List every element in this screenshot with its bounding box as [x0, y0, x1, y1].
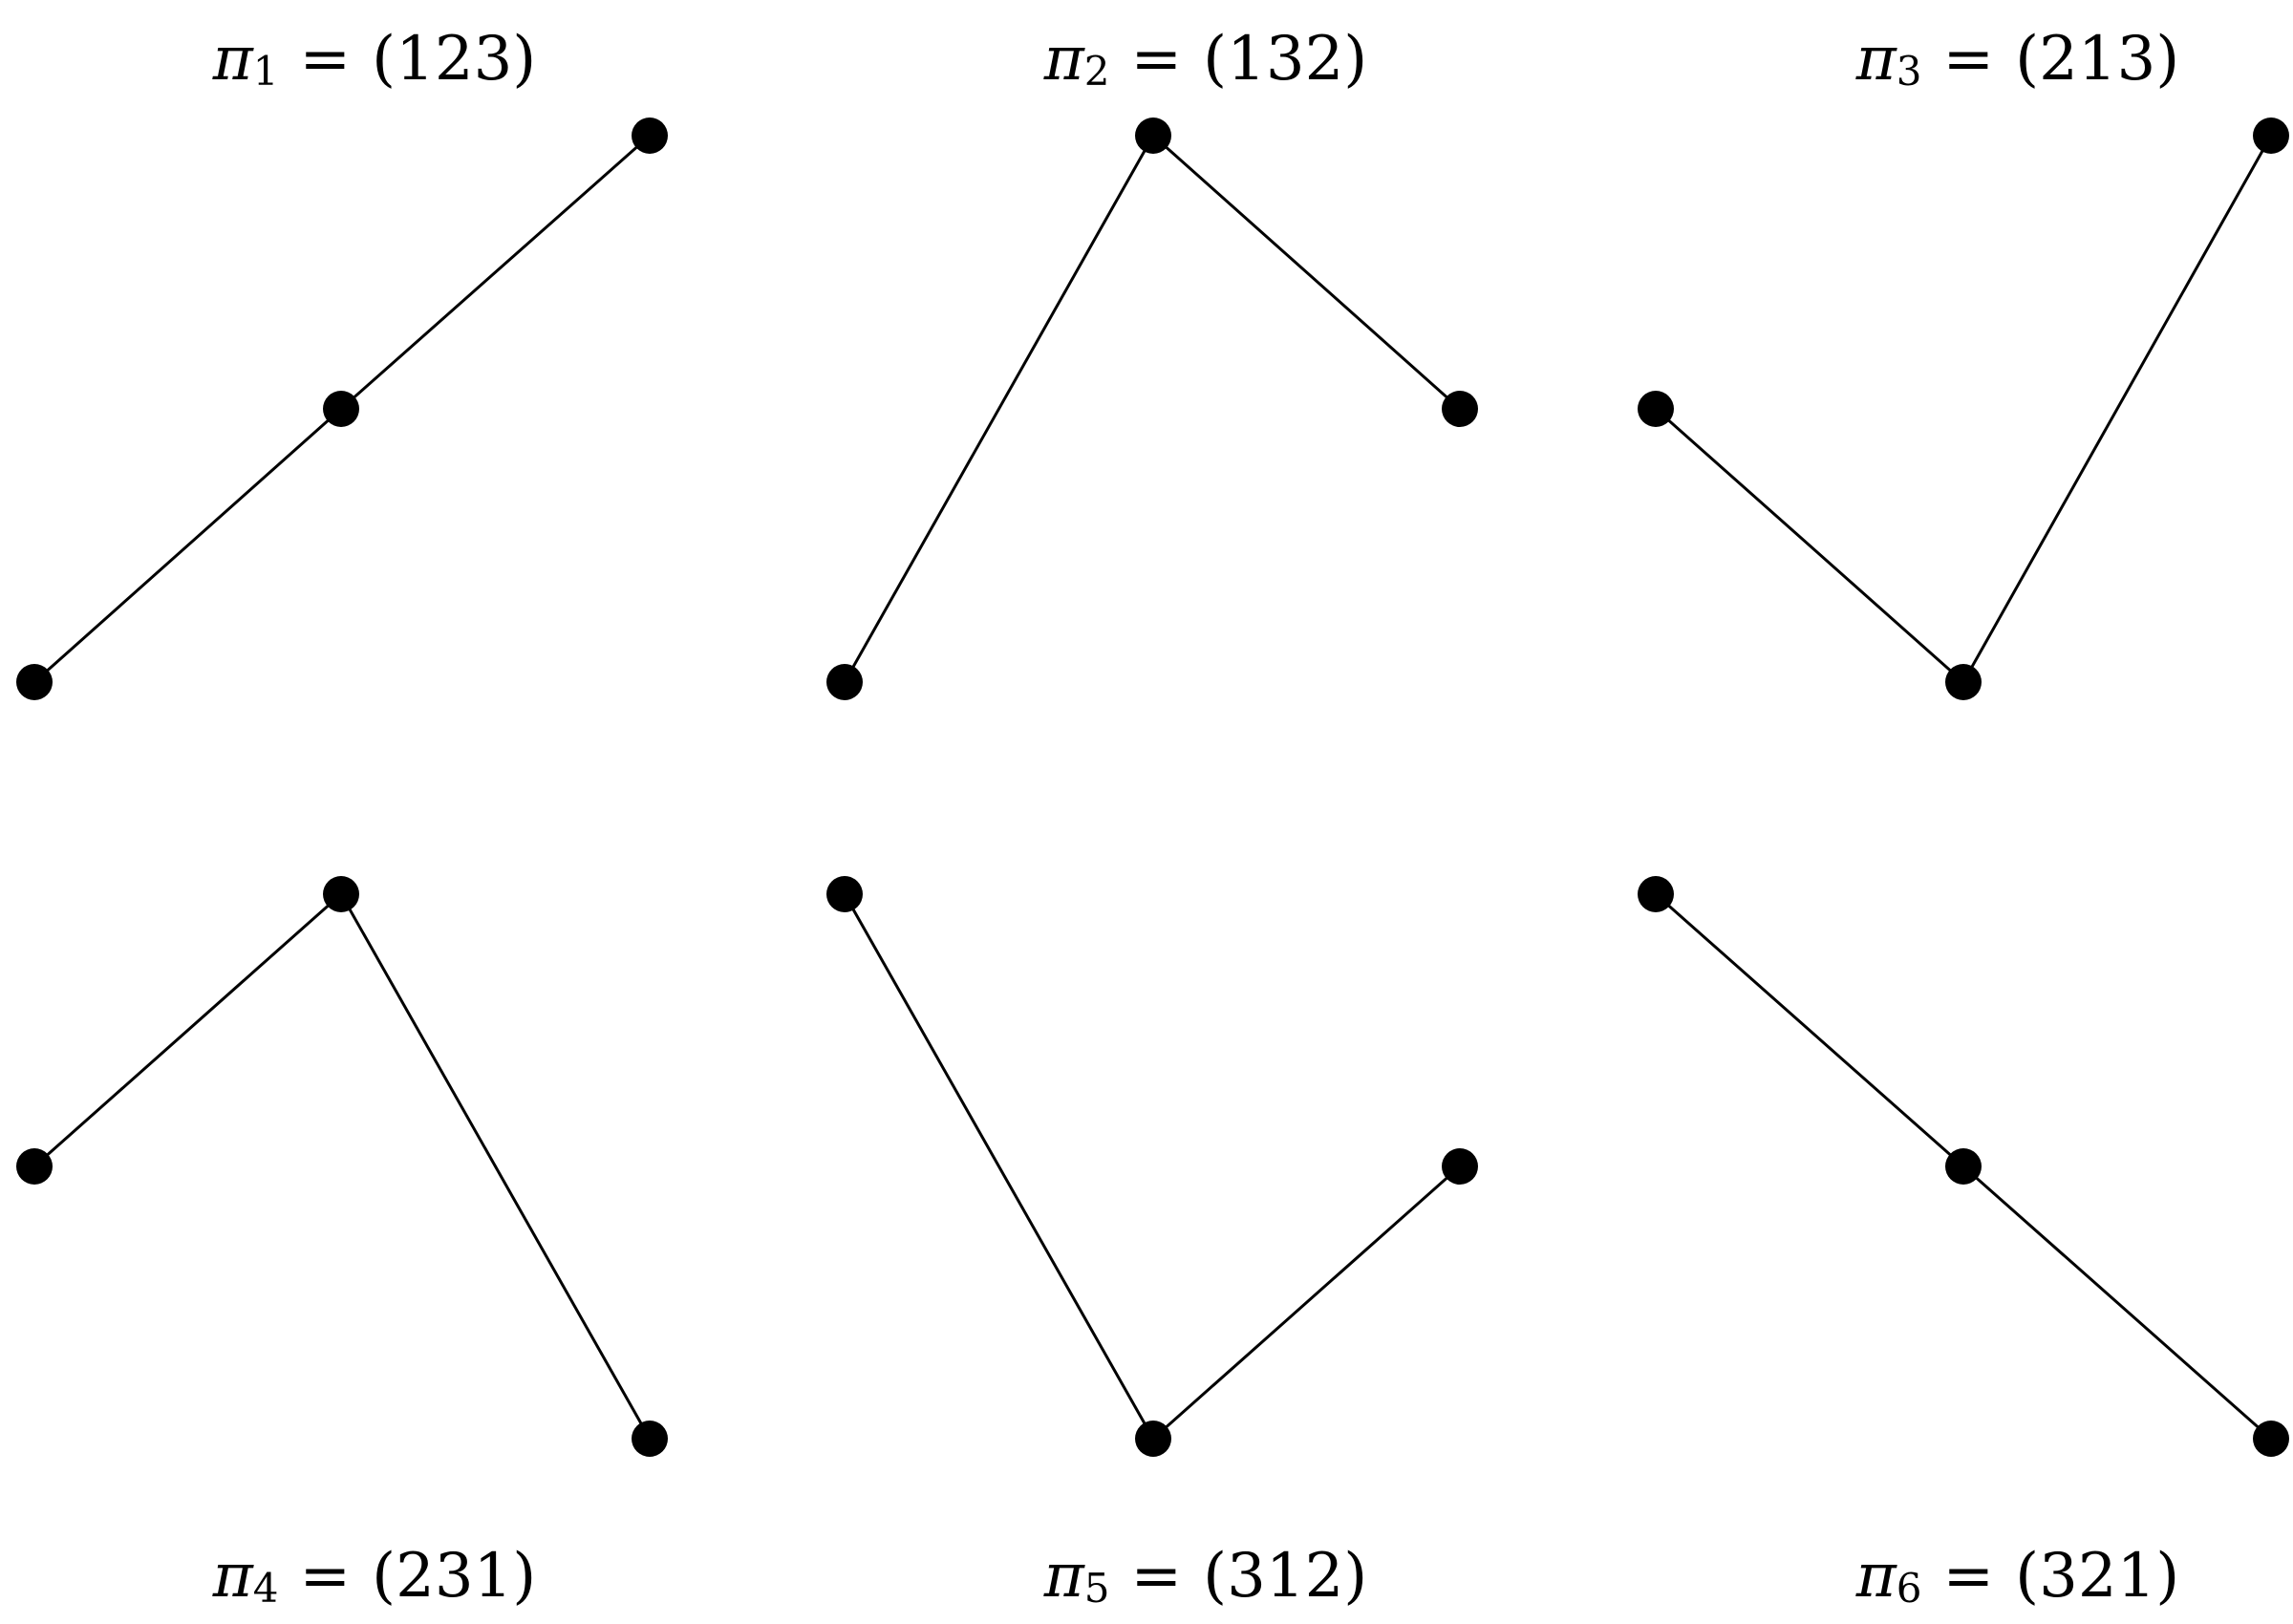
node-4-1: [16, 1148, 53, 1185]
edge-1-1: [33, 407, 342, 684]
node-5-3: [1442, 1148, 1478, 1185]
node-5-2: [1135, 1421, 1171, 1457]
permutation-plot-2: [826, 118, 1478, 700]
node-3-3: [2253, 118, 2289, 154]
permutation-plot-1: [16, 118, 668, 700]
node-4-3: [632, 1421, 668, 1457]
node-2-2: [1135, 118, 1171, 154]
edge-4-1: [33, 892, 342, 1168]
edge-5-1: [843, 893, 1155, 1440]
node-3-1: [1638, 391, 1674, 427]
label-pi-6: π6=(321): [1855, 1541, 2180, 1612]
label-pi-2: π2=(132): [1043, 24, 1368, 95]
edge-3-1: [1655, 407, 1964, 684]
node-4-2: [323, 876, 359, 912]
node-2-1: [826, 664, 863, 700]
label-pi-5: π5=(312): [1043, 1541, 1368, 1612]
node-5-1: [826, 876, 863, 912]
permutation-plot-3: [1638, 118, 2289, 700]
label-pi-1: π1=(123): [212, 24, 537, 95]
node-2-3: [1442, 391, 1478, 427]
node-6-2: [1945, 1148, 1982, 1185]
edge-6-2: [1962, 1165, 2272, 1441]
permutation-plot-4: [16, 876, 668, 1457]
permutation-plot-6: [1638, 876, 2289, 1457]
edge-3-2: [1961, 135, 2273, 683]
edge-6-1: [1655, 892, 1964, 1168]
edge-1-2: [340, 134, 651, 411]
node-6-1: [1638, 876, 1674, 912]
edge-2-1: [843, 135, 1155, 683]
node-1-2: [323, 391, 359, 427]
node-3-2: [1945, 664, 1982, 700]
label-pi-3: π3=(213): [1855, 24, 2180, 95]
node-1-3: [632, 118, 668, 154]
node-6-3: [2253, 1421, 2289, 1457]
node-1-1: [16, 664, 53, 700]
edge-5-2: [1152, 1165, 1461, 1441]
label-pi-4: π4=(231): [212, 1541, 537, 1612]
edge-2-2: [1152, 134, 1461, 411]
permutation-plot-5: [826, 876, 1478, 1457]
edge-4-2: [339, 893, 652, 1440]
